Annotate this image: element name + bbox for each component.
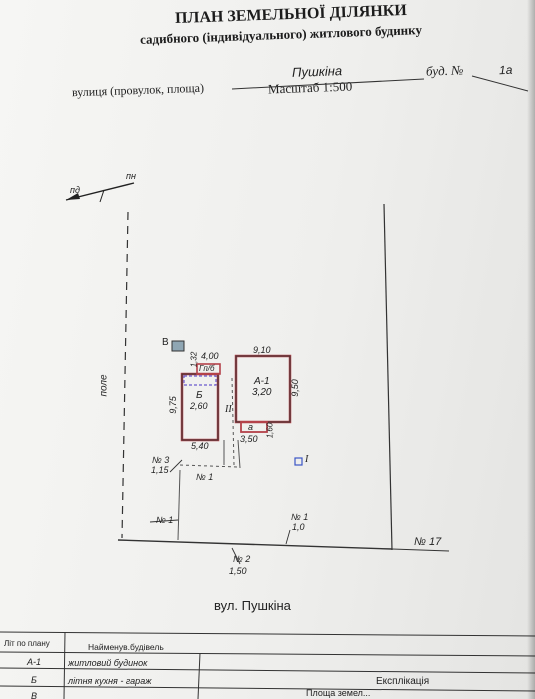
legend-table-grid (0, 631, 535, 699)
left-boundary-line (121, 211, 129, 539)
inner-fence-line (177, 469, 181, 541)
legend-row3-lit: В (31, 691, 38, 699)
fence-n2-label: № 2 (233, 554, 251, 564)
structure-v-label: В (162, 337, 169, 348)
yard-line-b (231, 377, 235, 466)
n1-left-leader (149, 519, 179, 523)
garage-gpb-label: Гп/б (199, 364, 215, 373)
street-underline (231, 78, 425, 90)
building-a1-letter: А-1 (254, 376, 270, 387)
building-a1-value: 3,20 (252, 387, 272, 398)
legend-col1-header: Літ по плану (4, 639, 50, 648)
building-b-letter: Б (196, 390, 203, 401)
legend-row2-name: літня кухня - гараж (68, 676, 152, 686)
dim-1-32: 1,32 (189, 351, 199, 368)
legend-plot-area: Площа земел... (306, 688, 371, 698)
dim-1-60: 1,60 (265, 422, 275, 439)
right-boundary-line (383, 203, 393, 551)
yard-line-c (237, 439, 241, 469)
n17-leader (391, 548, 450, 552)
marker-ii: II (225, 404, 232, 415)
porch-a-label: а (248, 422, 254, 432)
yard-dashed-line (179, 464, 239, 468)
dim-9-10: 9,10 (253, 345, 271, 355)
building-b-value: 2,60 (190, 401, 208, 411)
street-bottom-label: вул. Пушкіна (214, 598, 291, 613)
orientation-north-label: пн (126, 171, 136, 181)
legend-explication: Експлікація (376, 676, 430, 687)
field-label: поле (98, 374, 110, 397)
dim-5-40: 5,40 (191, 441, 209, 451)
garage-gpb (196, 363, 221, 375)
page-edge-shadow (527, 0, 535, 699)
fence-n1-left: № 1 (156, 515, 174, 525)
n2-leader (231, 547, 241, 565)
dim-9-75: 9,75 (167, 396, 178, 414)
small-structure-v (171, 340, 185, 352)
legend-row1-name: житловий будинок (68, 658, 148, 668)
house-underline (471, 75, 529, 92)
legend-col2-header: Найменув.будівель (88, 642, 164, 652)
n1-right-leader (285, 529, 291, 545)
n3-leader (169, 459, 183, 473)
legend-row2-lit: Б (31, 675, 37, 685)
fence-n3-value: 1,15 (151, 465, 169, 475)
orientation-south-label: пд (70, 185, 80, 195)
neighbor-n17-label: № 17 (414, 536, 442, 548)
fence-n2-value: 1,50 (229, 566, 247, 576)
fence-n1-right-value: 1,0 (292, 522, 305, 532)
dim-9-50: 9,50 (289, 379, 300, 397)
marker-i-square (294, 457, 303, 466)
dim-3-50: 3,50 (240, 434, 258, 444)
street-front-line (117, 539, 393, 550)
building-b-attic (183, 375, 217, 386)
north-arrow (65, 182, 135, 203)
marker-i-label: I (305, 454, 309, 465)
porch-a (240, 421, 268, 433)
dim-4-00: 4,00 (201, 351, 219, 361)
fence-n1-gate: № 1 (196, 472, 214, 482)
fence-n3-label: № 3 (152, 455, 170, 465)
fence-n1-right-label: № 1 (291, 512, 309, 522)
legend-row1-lit: А-1 (27, 657, 42, 667)
